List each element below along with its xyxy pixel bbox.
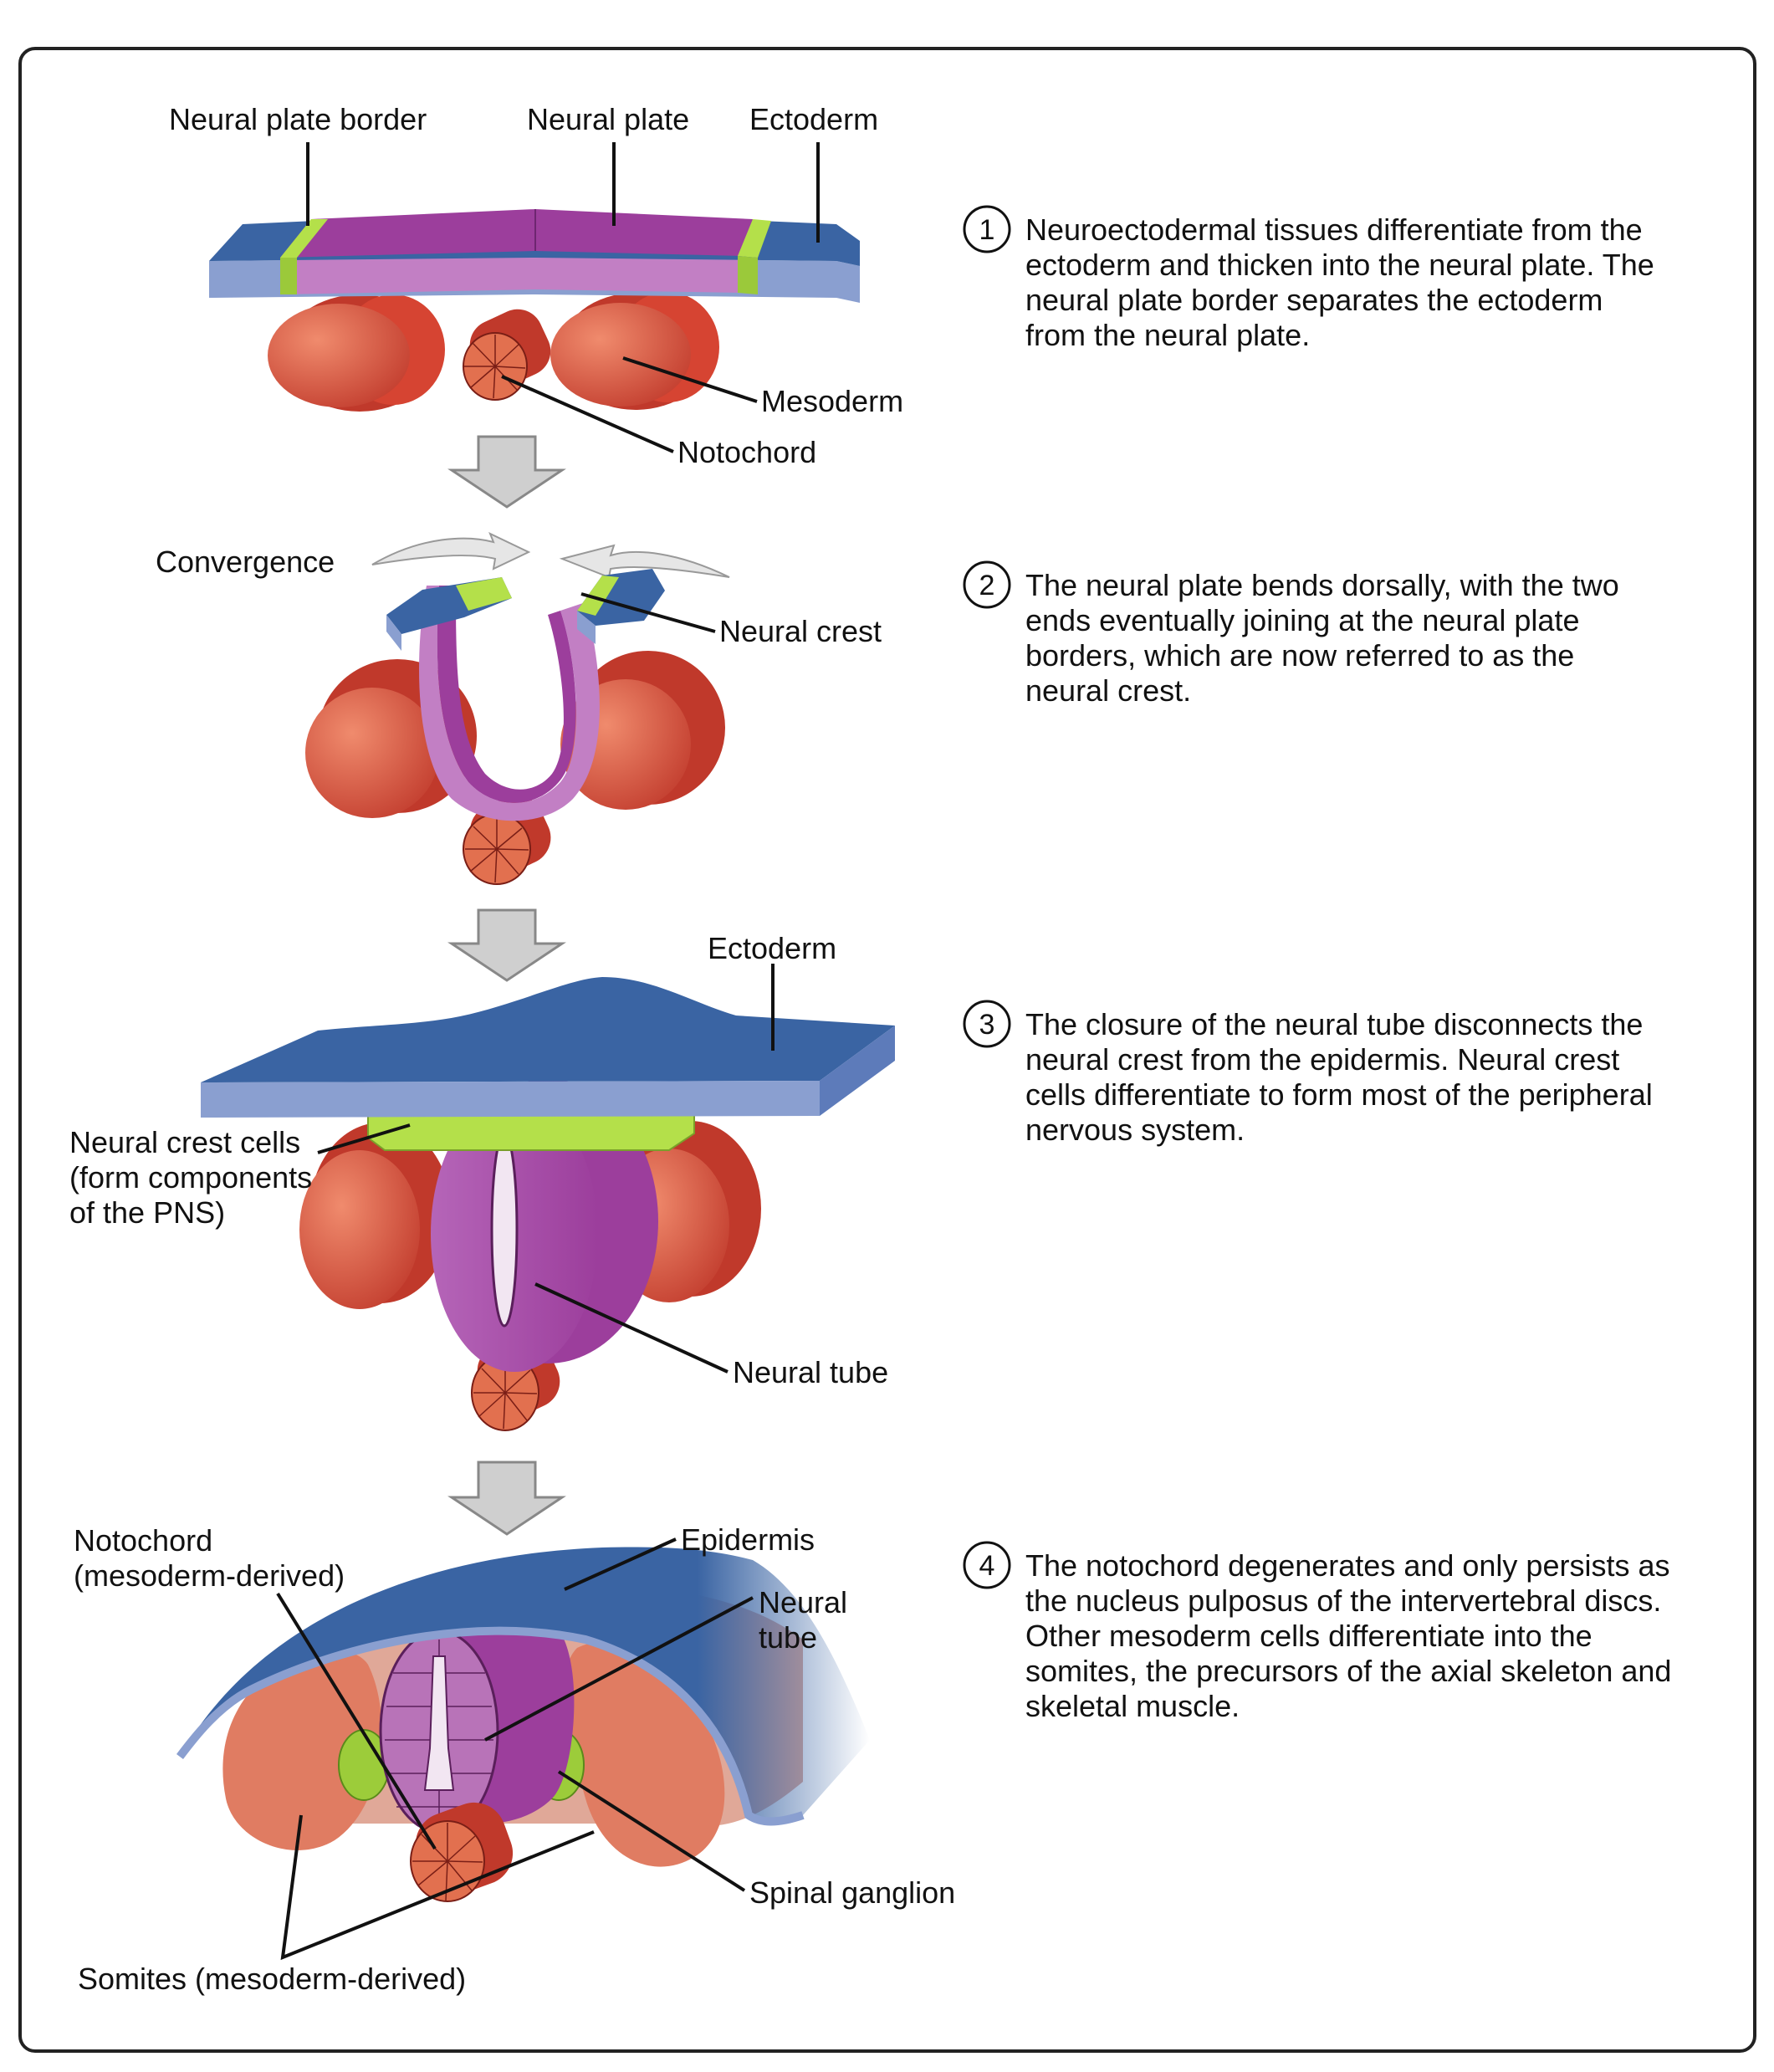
step-1-line-1: Neuroectodermal tissues differentiate fr… — [1025, 212, 1643, 247]
leader-epidermis — [564, 1537, 677, 1591]
step-1-line-4: from the neural plate. — [1025, 318, 1310, 352]
mesoderm-left-cylinder — [268, 294, 445, 412]
notochord-stage2 — [463, 795, 551, 885]
step-2-line-3: borders, which are now referred to as th… — [1025, 638, 1574, 673]
epidermis-arc — [180, 1547, 870, 1822]
step-number-circle — [963, 205, 1011, 253]
step-number-circle — [963, 1541, 1011, 1589]
step-3: 3 The closure of the neural tube disconn… — [963, 1000, 1653, 1147]
stage-4-illustration — [176, 1537, 870, 1961]
label-neural-plate-border: Neural plate border — [169, 102, 427, 136]
down-arrow-icon — [447, 1461, 566, 1536]
down-arrow-icon — [447, 908, 566, 982]
stage-3-illustration — [201, 964, 895, 1431]
convergence-right-arrow-icon — [559, 544, 730, 579]
step-3-line-4: nervous system. — [1025, 1113, 1245, 1147]
step-4-line-2: the nucleus pulposus of the intervertebr… — [1025, 1583, 1661, 1618]
label-neural-plate: Neural plate — [527, 102, 689, 136]
step-3-line-3: cells differentiate to form most of the … — [1025, 1077, 1653, 1112]
step-4-line-4: somites, the precursors of the axial ske… — [1025, 1654, 1671, 1688]
step-3-line-2: neural crest from the epidermis. Neural … — [1025, 1042, 1619, 1077]
step-2-line-4: neural crest. — [1025, 673, 1191, 708]
leader-neural-crest-cells — [317, 1123, 411, 1154]
neural-plate-slab — [209, 209, 860, 303]
step-3-line-1: The closure of the neural tube disconnec… — [1025, 1007, 1643, 1041]
outer-border — [18, 47, 1756, 2053]
label-epidermis: Epidermis — [681, 1522, 815, 1557]
label-notochord-stage4-line2: (mesoderm-derived) — [74, 1558, 345, 1593]
step-1-line-2: ectoderm and thicken into the neural pla… — [1025, 248, 1654, 282]
step-number-circle — [963, 1000, 1011, 1048]
label-notochord-stage4-line1: Notochord — [74, 1523, 212, 1558]
step-1: 1 Neuroectodermal tissues differentiate … — [963, 205, 1654, 352]
step-number-circle — [963, 560, 1011, 609]
leader-notochord-stage4 — [276, 1592, 437, 1850]
step-number: 2 — [979, 570, 995, 601]
down-arrow-icon — [447, 435, 566, 509]
step-number: 4 — [979, 1550, 995, 1582]
leader-neural-crest — [580, 592, 716, 633]
leader-notochord — [501, 375, 674, 453]
notochord-stage1 — [463, 309, 551, 401]
label-neural-tube-stage4-line2: tube — [759, 1620, 817, 1655]
step-4-line-1: The notochord degenerates and only persi… — [1025, 1548, 1669, 1583]
label-convergence: Convergence — [156, 545, 335, 579]
step-1-line-3: neural plate border separates the ectode… — [1025, 283, 1603, 317]
leader-neural-tube-stage4 — [484, 1596, 754, 1742]
label-neural-crest: Neural crest — [719, 614, 882, 648]
ectoderm-sheet-stage3 — [201, 977, 895, 1082]
step-number: 3 — [979, 1009, 995, 1041]
step-4: 4 The notochord degenerates and only per… — [963, 1541, 1671, 1723]
convergence-left-arrow-icon — [371, 531, 531, 570]
label-neural-crest-cells-line1: Neural crest cells — [69, 1125, 300, 1159]
label-notochord-stage1: Notochord — [677, 435, 816, 469]
leader-somites — [280, 1814, 595, 1961]
step-4-line-5: skeletal muscle. — [1025, 1689, 1240, 1723]
label-neural-crest-cells-line2: (form components — [69, 1160, 312, 1195]
stage-1-illustration — [209, 142, 860, 453]
label-ectoderm-stage1: Ectoderm — [749, 102, 878, 136]
stage-2-illustration — [305, 531, 730, 885]
step-2-line-2: ends eventually joining at the neural pl… — [1025, 603, 1579, 637]
label-ectoderm-stage3: Ectoderm — [708, 931, 836, 965]
label-neural-crest-cells-line3: of the PNS) — [69, 1195, 225, 1230]
label-spinal-ganglion: Spinal ganglion — [749, 1875, 955, 1910]
label-somites: Somites (mesoderm-derived) — [78, 1962, 466, 1996]
step-number: 1 — [979, 214, 995, 246]
label-neural-tube-stage3: Neural tube — [733, 1355, 888, 1389]
leader-neural-tube-stage3 — [534, 1282, 729, 1374]
step-2: 2 The neural plate bends dorsally, with … — [963, 560, 1619, 708]
leader-spinal-ganglion — [557, 1770, 746, 1892]
mesoderm-right-cylinder — [550, 292, 719, 410]
step-4-line-3: Other mesoderm cells differentiate into … — [1025, 1619, 1593, 1653]
label-mesoderm: Mesoderm — [761, 384, 903, 418]
leader-mesoderm — [622, 356, 758, 403]
step-2-line-1: The neural plate bends dorsally, with th… — [1025, 568, 1619, 602]
label-neural-tube-stage4-line1: Neural — [759, 1585, 847, 1619]
